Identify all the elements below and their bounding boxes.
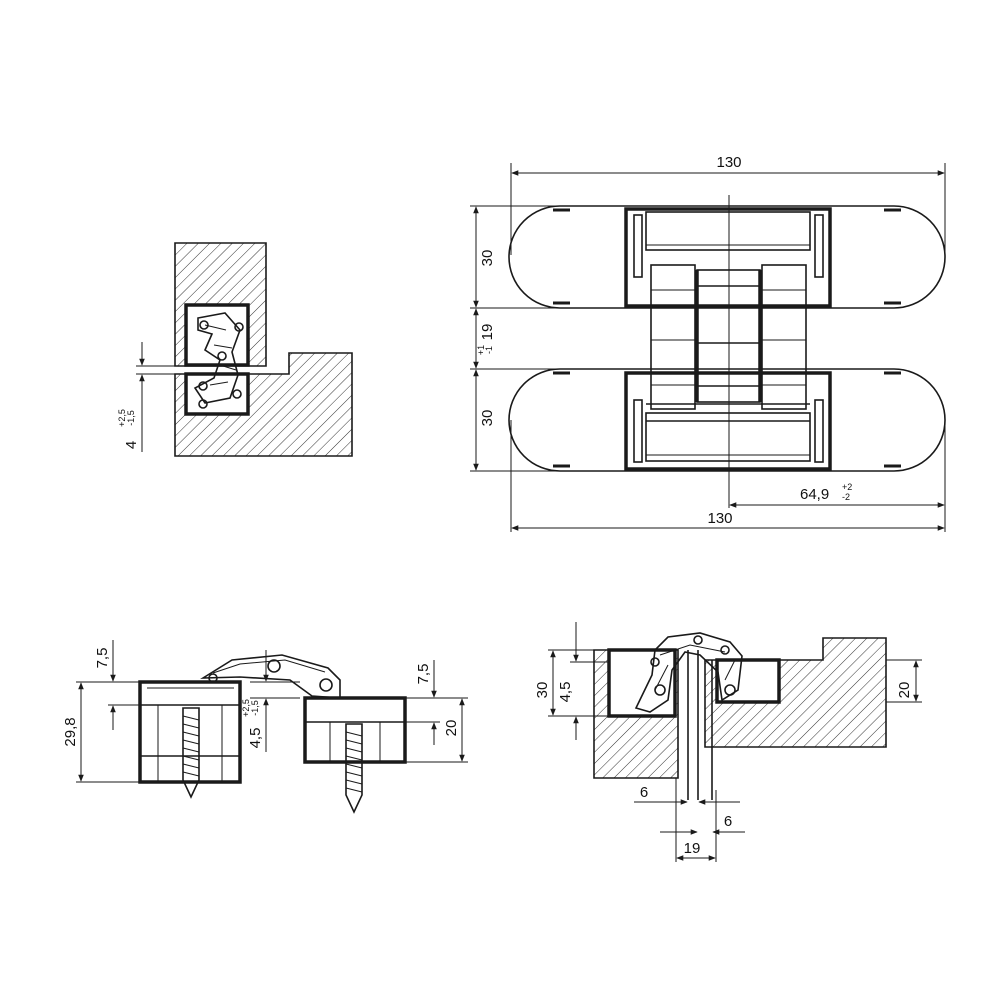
body-top-inner	[645, 211, 811, 251]
dim-side-right-height: 20	[443, 720, 460, 737]
right-housing	[303, 696, 407, 764]
dim-open-right-height: 20	[896, 682, 913, 699]
dim-open-left-outer: 30	[534, 682, 551, 699]
body-bottom-inner	[645, 412, 811, 462]
right-arm-block	[761, 264, 807, 410]
svg-text:+1: +1	[476, 345, 486, 355]
svg-text:-1,5: -1,5	[126, 410, 136, 426]
svg-text:+2: +2	[842, 482, 852, 492]
left-arm-block	[650, 264, 696, 410]
body-top-frame	[624, 207, 832, 308]
right-screw	[345, 723, 363, 814]
dim-side-left-top: 7,5	[94, 648, 111, 669]
dim-closed-gap: 4	[123, 441, 140, 449]
svg-text:-2: -2	[842, 492, 850, 502]
svg-text:+2,5: +2,5	[241, 699, 251, 717]
open-right-pocket	[715, 658, 781, 704]
dim-side-center: 4,5	[247, 728, 264, 749]
dim-open-bottom-left: 6	[640, 784, 648, 801]
top-leaf-outline	[508, 205, 946, 309]
bottom-leaf-outline	[508, 368, 946, 472]
dim-offset: 64,9	[800, 486, 829, 503]
front-view: 130 130 64,9 +2 -2 30 19 +1 -1 30	[470, 154, 946, 532]
dim-overall-bottom: 130	[707, 510, 732, 527]
dim-leaf-top: 30	[479, 250, 496, 267]
bottom-pocket	[184, 372, 250, 416]
left-screw	[182, 707, 200, 799]
screw-hole-marks	[553, 208, 901, 468]
dim-open-bottom-right: 6	[724, 813, 732, 830]
dim-open-left-inner: 4,5	[557, 682, 574, 703]
section-closed-view: 4 +2,5 -1,5	[117, 242, 353, 457]
side-view: 29,8 7,5 4,5 +2,5 -1,5 7,5 20	[62, 640, 468, 814]
dim-gap: 19	[479, 324, 496, 341]
dim-leaf-bottom: 30	[479, 410, 496, 427]
svg-text:-1: -1	[484, 346, 494, 354]
open-left-pocket	[607, 648, 677, 718]
svg-text:-1,5: -1,5	[250, 700, 260, 716]
dim-side-right-top: 7,5	[415, 664, 432, 685]
left-housing	[138, 680, 242, 784]
open-section-view: 30 4,5 20 6 6 19	[534, 622, 922, 862]
svg-text:+2,5: +2,5	[117, 409, 127, 427]
dim-open-bottom-center: 19	[684, 840, 701, 857]
body-bottom-frame	[624, 371, 832, 471]
dim-side-left-height: 29,8	[62, 717, 79, 746]
hinge-mechanism	[193, 312, 241, 404]
dim-overall-top: 130	[716, 154, 741, 171]
